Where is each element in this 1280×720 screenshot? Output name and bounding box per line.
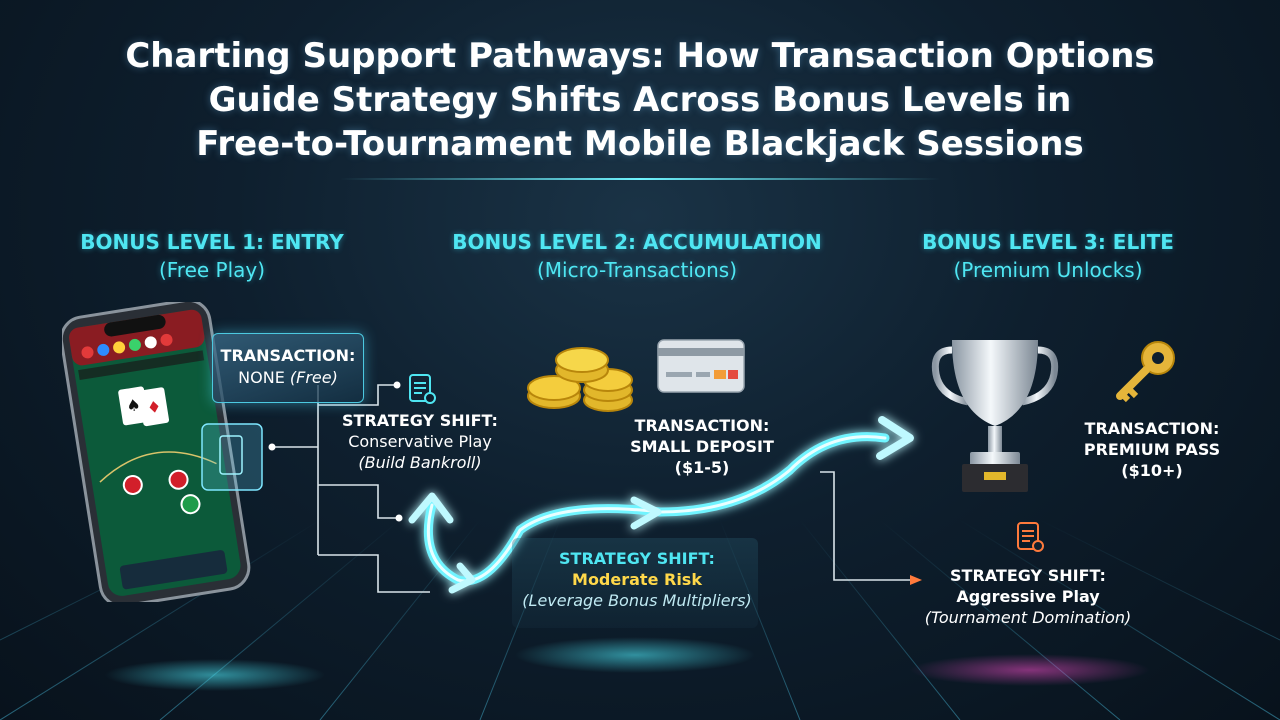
document-icon-orange <box>1017 522 1044 552</box>
trophy-icon <box>931 340 1059 492</box>
poker-chip-red <box>122 474 143 495</box>
arrow-head-orange <box>910 575 922 585</box>
level-1-transaction-label: TRANSACTION: <box>220 346 356 365</box>
level-1-subheading: (Free Play) <box>158 258 266 282</box>
connector-dot-1 <box>393 381 401 389</box>
level-1-transaction-note: (Free) <box>289 368 338 387</box>
level-1-transaction-value: NONE <box>238 368 285 387</box>
level-2-heading: BONUS LEVEL 2: ACCUMULATION <box>452 230 822 254</box>
poker-chip-green <box>180 494 201 515</box>
level-3-transaction-note: ($10+) <box>1121 461 1183 480</box>
growth-arrow-path <box>408 416 914 594</box>
level-3-strategy-note: (Tournament Domination) <box>924 608 1132 627</box>
svg-text:♦: ♦ <box>145 397 162 418</box>
page-title: Charting Support Pathways: How Transacti… <box>40 34 1240 166</box>
title-line-2: Guide Strategy Shifts Across Bonus Level… <box>208 80 1072 120</box>
level-3-transaction-label: TRANSACTION: <box>1084 419 1220 438</box>
level-1-strategy: STRATEGY SHIFT: Conservative Play (Build… <box>330 410 510 473</box>
app-icons <box>81 333 173 359</box>
key-icon <box>1116 341 1175 403</box>
poker-chip-red-2 <box>168 469 189 490</box>
title-underline <box>340 178 940 180</box>
level-3-strategy-value: Aggressive Play <box>956 587 1100 606</box>
level-2-heading-group: BONUS LEVEL 2: ACCUMULATION (Micro-Trans… <box>432 228 842 284</box>
level-2-strategy: STRATEGY SHIFT: Moderate Risk (Leverage … <box>506 548 768 611</box>
credit-card-icon <box>657 339 745 393</box>
level-2-strategy-label: STRATEGY SHIFT: <box>559 549 715 568</box>
playing-card-ace-diamonds <box>138 387 170 427</box>
title-line-3: Free-to-Tournament Mobile Blackjack Sess… <box>196 124 1084 164</box>
level-2-subheading: (Micro-Transactions) <box>536 258 738 282</box>
level-1-strategy-note: (Build Bankroll) <box>358 453 482 472</box>
level-3-transaction-value: PREMIUM PASS <box>1083 440 1221 459</box>
connector-dot-2 <box>395 514 403 522</box>
smartphone-blackjack-illustration: ♠ ♦ <box>62 302 251 602</box>
title-line-1: Charting Support Pathways: How Transacti… <box>125 36 1155 76</box>
level-1-heading-group: BONUS LEVEL 1: ENTRY (Free Play) <box>62 228 362 284</box>
level-3-strategy-label: STRATEGY SHIFT: <box>950 566 1106 585</box>
level-2-transaction: TRANSACTION: SMALL DEPOSIT ($1-5) <box>612 415 792 478</box>
level-3-heading: BONUS LEVEL 3: ELITE <box>922 230 1174 254</box>
level-3-transaction: TRANSACTION: PREMIUM PASS ($10+) <box>1072 418 1232 481</box>
level-3-heading-group: BONUS LEVEL 3: ELITE (Premium Unlocks) <box>898 228 1198 284</box>
level-2-strategy-note: (Leverage Bonus Multipliers) <box>522 591 752 610</box>
transaction-box-level-1: TRANSACTION: NONE (Free) <box>212 333 364 403</box>
connector-dot-phone <box>268 443 276 451</box>
gold-coins-icon <box>527 347 633 412</box>
level-2-strategy-panel <box>512 538 758 628</box>
strategy-bracket-lines <box>272 384 910 593</box>
level-1-heading: BONUS LEVEL 1: ENTRY <box>80 230 344 254</box>
svg-text:♠: ♠ <box>125 395 142 416</box>
document-icon <box>409 374 436 404</box>
level-1-strategy-value: Conservative Play <box>348 432 492 451</box>
level-2-transaction-note: ($1-5) <box>674 458 730 477</box>
level-3-strategy: STRATEGY SHIFT: Aggressive Play (Tournam… <box>912 565 1144 628</box>
level-2-transaction-value: SMALL DEPOSIT <box>630 437 774 456</box>
floating-glass-card-icon <box>201 423 263 491</box>
level-2-strategy-value: Moderate Risk <box>572 570 702 589</box>
level-1-strategy-label: STRATEGY SHIFT: <box>342 411 498 430</box>
level-2-transaction-label: TRANSACTION: <box>634 416 770 435</box>
level-3-subheading: (Premium Unlocks) <box>953 258 1143 282</box>
